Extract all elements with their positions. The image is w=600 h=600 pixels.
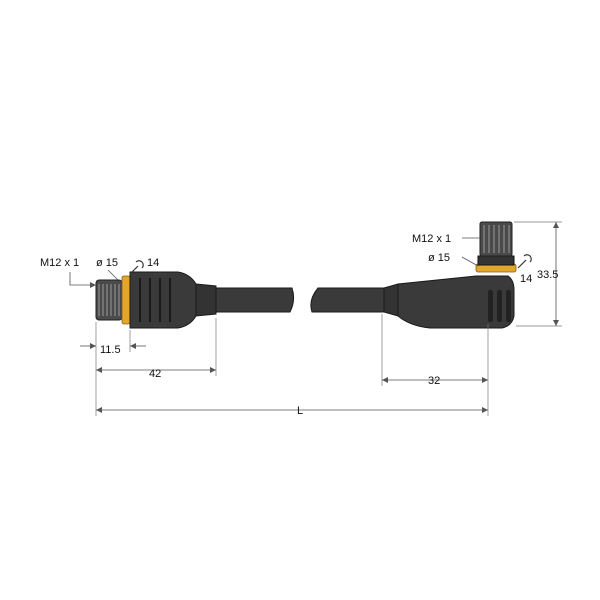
right-thread-pattern (483, 225, 510, 253)
left-seal-ring (121, 275, 131, 325)
cable-right-segment (310, 287, 385, 313)
left-dim-length-arrow-a (96, 367, 102, 373)
left-thread-arrow (90, 282, 96, 288)
left-knurl-pattern (98, 284, 120, 316)
right-thread-label: M12 x 1 (412, 233, 451, 245)
left-thread-leader (69, 272, 96, 286)
right-grip-ridges (488, 290, 511, 322)
cable-left-segment (215, 287, 295, 313)
left-dimensions (69, 260, 217, 416)
left-wrench-label: 14 (147, 257, 159, 269)
right-connector (383, 221, 517, 329)
left-dim-small-arrow-a (90, 343, 96, 349)
total-length-arrow-a (96, 407, 102, 413)
left-wrench-icon (129, 260, 144, 275)
right-threaded-pin (479, 221, 513, 257)
cable (215, 287, 385, 313)
right-wrench-label: 14 (520, 273, 532, 285)
left-grip-grooves (139, 278, 171, 322)
total-length-arrow-b (482, 407, 488, 413)
left-dim-length-label: 42 (149, 368, 161, 380)
right-dim-length-arrow-b (482, 377, 488, 383)
right-height-arrow-b (553, 320, 559, 326)
right-height-label: 33.5 (537, 269, 558, 281)
right-angled-body (397, 275, 515, 329)
left-dim-small-arrow-b (130, 343, 136, 349)
left-diameter-leader (107, 269, 119, 281)
right-hex-nut (477, 255, 515, 266)
total-length-dimension (96, 407, 488, 413)
right-diameter-leader (461, 256, 479, 267)
right-diameter-label: ø 15 (428, 252, 450, 264)
total-length-label: L (297, 405, 303, 417)
left-connector (95, 271, 217, 329)
left-diameter-label: ø 15 (96, 257, 118, 269)
left-strain-relief (195, 283, 217, 317)
right-strain-relief (383, 283, 399, 317)
right-height-arrow-a (553, 222, 559, 228)
left-dim-small-label: 11.5 (100, 344, 121, 356)
left-thread-label: M12 x 1 (40, 257, 79, 269)
left-coupling-nut (95, 279, 123, 321)
right-dim-length-arrow-a (382, 377, 388, 383)
right-dim-length-label: 32 (428, 375, 440, 387)
left-dim-length-arrow-b (210, 367, 216, 373)
right-dimensions (381, 221, 562, 416)
right-wrench-icon (517, 254, 532, 269)
